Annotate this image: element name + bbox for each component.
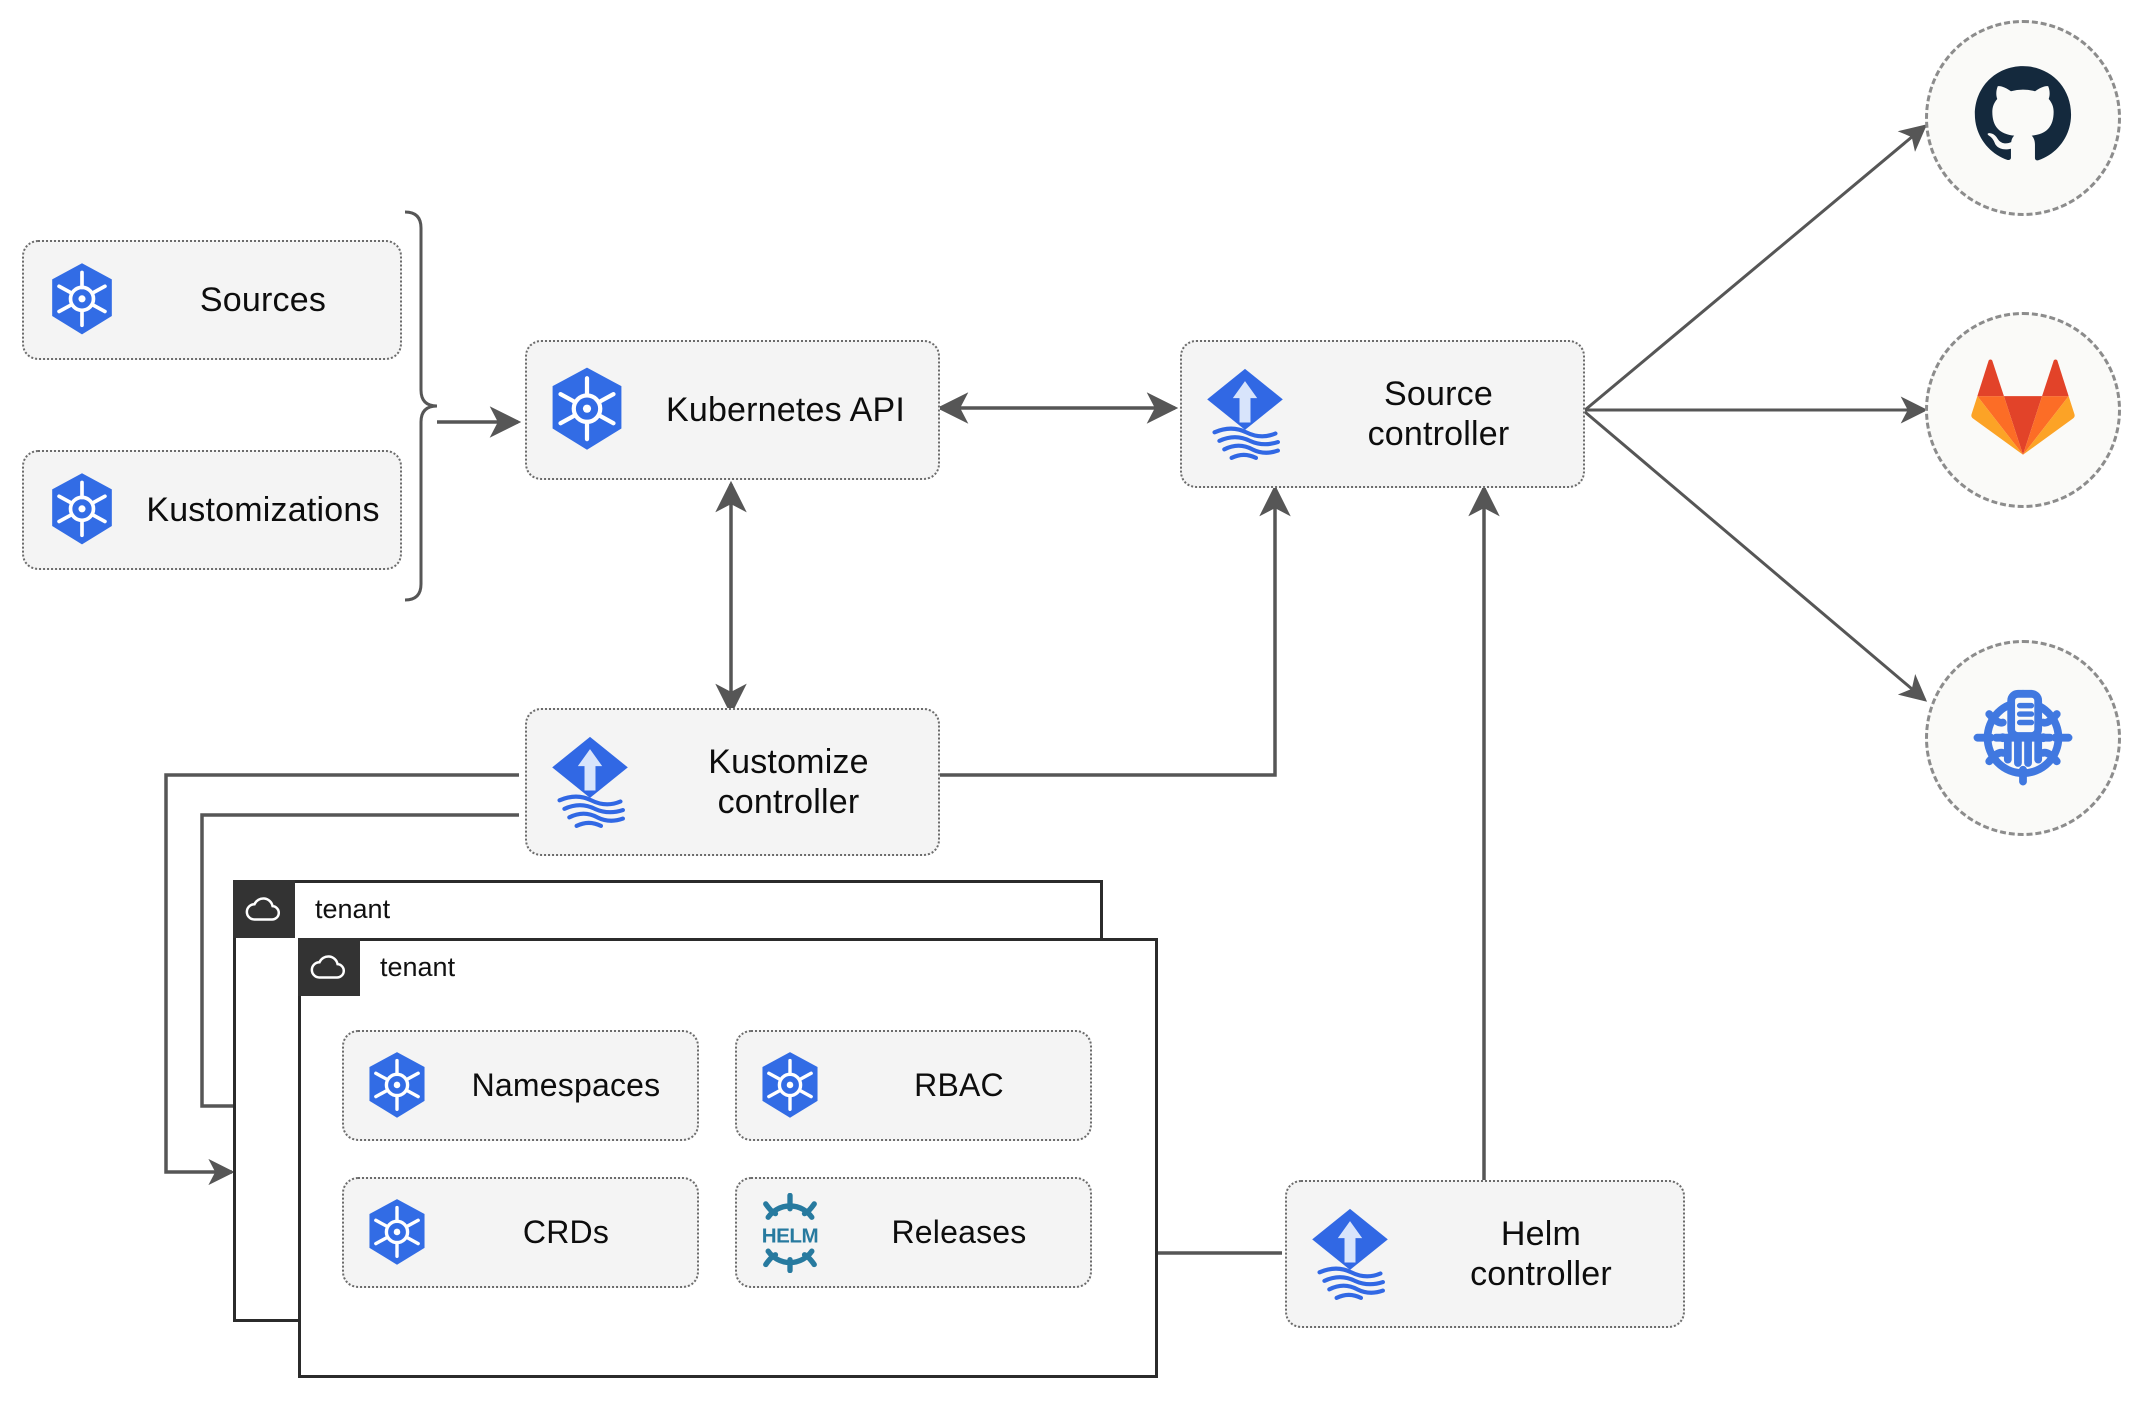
provider-helm-registry[interactable] — [1925, 640, 2121, 836]
node-label: Sources — [199, 280, 327, 319]
node-label: RBAC — [914, 1066, 1004, 1103]
node-label: Releases — [891, 1213, 1027, 1250]
gitlab-icon — [1971, 358, 2075, 463]
tenant-header: tenant — [298, 938, 455, 996]
kubernetes-icon — [24, 471, 140, 549]
github-icon — [1971, 64, 2075, 173]
kubernetes-icon — [527, 365, 647, 455]
cloud-icon — [298, 938, 360, 996]
node-rbac[interactable]: RBAC — [735, 1030, 1092, 1141]
tenant-label: tenant — [315, 894, 391, 924]
node-source-controller[interactable]: Source controller — [1180, 340, 1585, 488]
node-label: Source controller — [1367, 374, 1510, 453]
node-kubernetes-api[interactable]: Kubernetes API — [525, 340, 940, 480]
edge-kustomize-controller-to-source-controller — [940, 484, 1291, 777]
node-releases[interactable]: HELM Releases — [735, 1177, 1092, 1288]
tenant-label: tenant — [380, 952, 456, 982]
provider-gitlab[interactable] — [1925, 312, 2121, 508]
node-label: Namespaces — [471, 1066, 661, 1103]
edge-source-controller-to-helm — [1584, 410, 1928, 702]
flux-icon — [1287, 1204, 1413, 1304]
node-namespaces[interactable]: Namespaces — [342, 1030, 699, 1141]
tenant-inner[interactable]: tenant Namespaces — [298, 938, 1158, 1378]
edge-source-controller-to-github — [1584, 124, 1928, 412]
node-label: CRDs — [522, 1213, 610, 1250]
cloud-icon — [233, 880, 295, 938]
node-label: Kustomizations — [146, 490, 380, 529]
node-label: Kubernetes API — [665, 390, 906, 429]
node-sources[interactable]: Sources — [22, 240, 402, 360]
node-crds[interactable]: CRDs — [342, 1177, 699, 1288]
node-kustomize-controller[interactable]: Kustomize controller — [525, 708, 940, 856]
node-kustomizations[interactable]: Kustomizations — [22, 450, 402, 570]
flux-icon — [1182, 364, 1308, 464]
node-helm-controller[interactable]: Helm controller — [1285, 1180, 1685, 1328]
resources-brace — [404, 210, 438, 602]
kubernetes-icon — [737, 1050, 842, 1122]
helm-icon: HELM — [737, 1192, 842, 1273]
provider-github[interactable] — [1925, 20, 2121, 216]
helm-chart-icon — [1969, 682, 2077, 795]
node-label: Helm controller — [1470, 1214, 1612, 1293]
kubernetes-icon — [344, 1197, 449, 1269]
kubernetes-icon — [24, 261, 140, 339]
flux-icon — [527, 732, 653, 832]
svg-text:HELM: HELM — [761, 1224, 817, 1247]
node-label: Kustomize controller — [708, 742, 869, 821]
kubernetes-icon — [344, 1050, 449, 1122]
tenant-header: tenant — [233, 880, 390, 938]
